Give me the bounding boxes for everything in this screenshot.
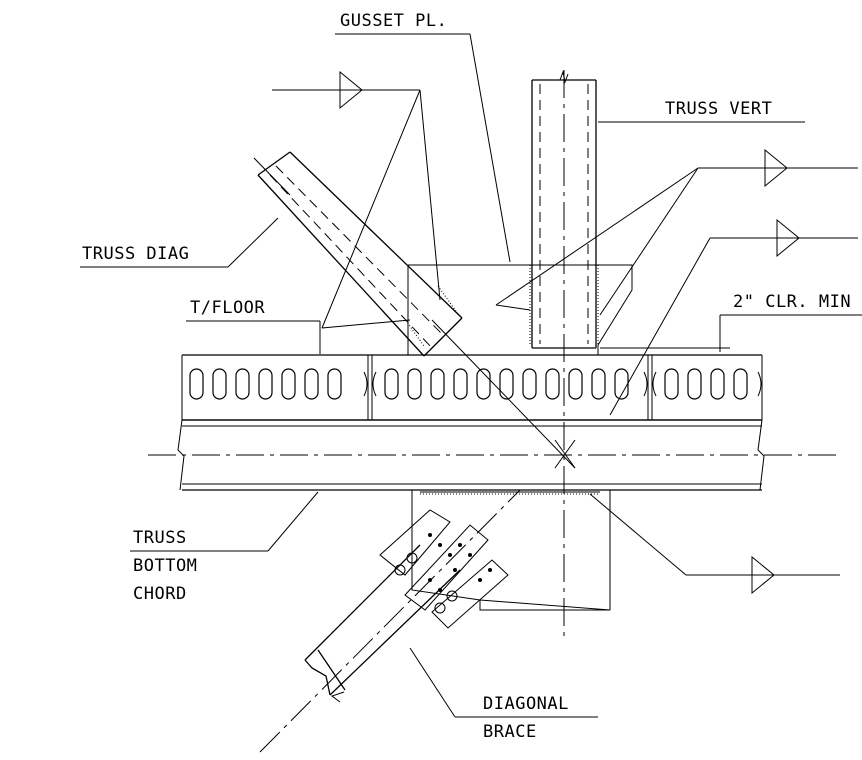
work-point-x2 [554, 439, 576, 469]
bolts [394, 533, 492, 614]
label-clearance: 2" CLR. MIN [733, 292, 851, 312]
splice-plate-1 [379, 509, 451, 576]
truss-diagonal [253, 151, 463, 357]
label-brace: BRACE [483, 722, 537, 742]
leader-diagonal-brace [409, 647, 598, 718]
leader-gusset [335, 33, 511, 263]
weld-symbol-right-1 [495, 148, 858, 316]
weld-symbol-top-left [272, 70, 441, 329]
splice-plate-2 [404, 524, 489, 611]
floor-slab [181, 354, 763, 421]
bottom-chord [148, 419, 842, 491]
truss-vertical [529, 70, 599, 640]
leader-truss-diag [80, 217, 279, 268]
weld-symbol-right-3 [589, 493, 840, 595]
label-diagonal: DIAGONAL [483, 694, 569, 714]
leader-bottom-chord [130, 491, 319, 552]
leader-clearance [600, 314, 862, 352]
splice-plate-3 [431, 559, 509, 629]
label-bottom-chord-1: TRUSS [133, 528, 187, 548]
weld-bottom [420, 491, 600, 495]
label-t-floor: T/FLOOR [190, 298, 265, 318]
label-bottom-chord-2: BOTTOM [133, 556, 197, 576]
label-truss-diag: TRUSS DIAG [82, 244, 189, 264]
weld-symbol-right-2 [609, 218, 858, 416]
diagonal-brace [259, 489, 521, 753]
diag-center-line [431, 319, 576, 469]
leader-t-floor [186, 320, 321, 354]
label-bottom-chord-3: CHORD [133, 584, 187, 604]
label-truss-vert: TRUSS VERT [665, 99, 772, 119]
slab-voids [189, 368, 748, 400]
label-gusset-plate: GUSSET PL. [340, 11, 447, 31]
